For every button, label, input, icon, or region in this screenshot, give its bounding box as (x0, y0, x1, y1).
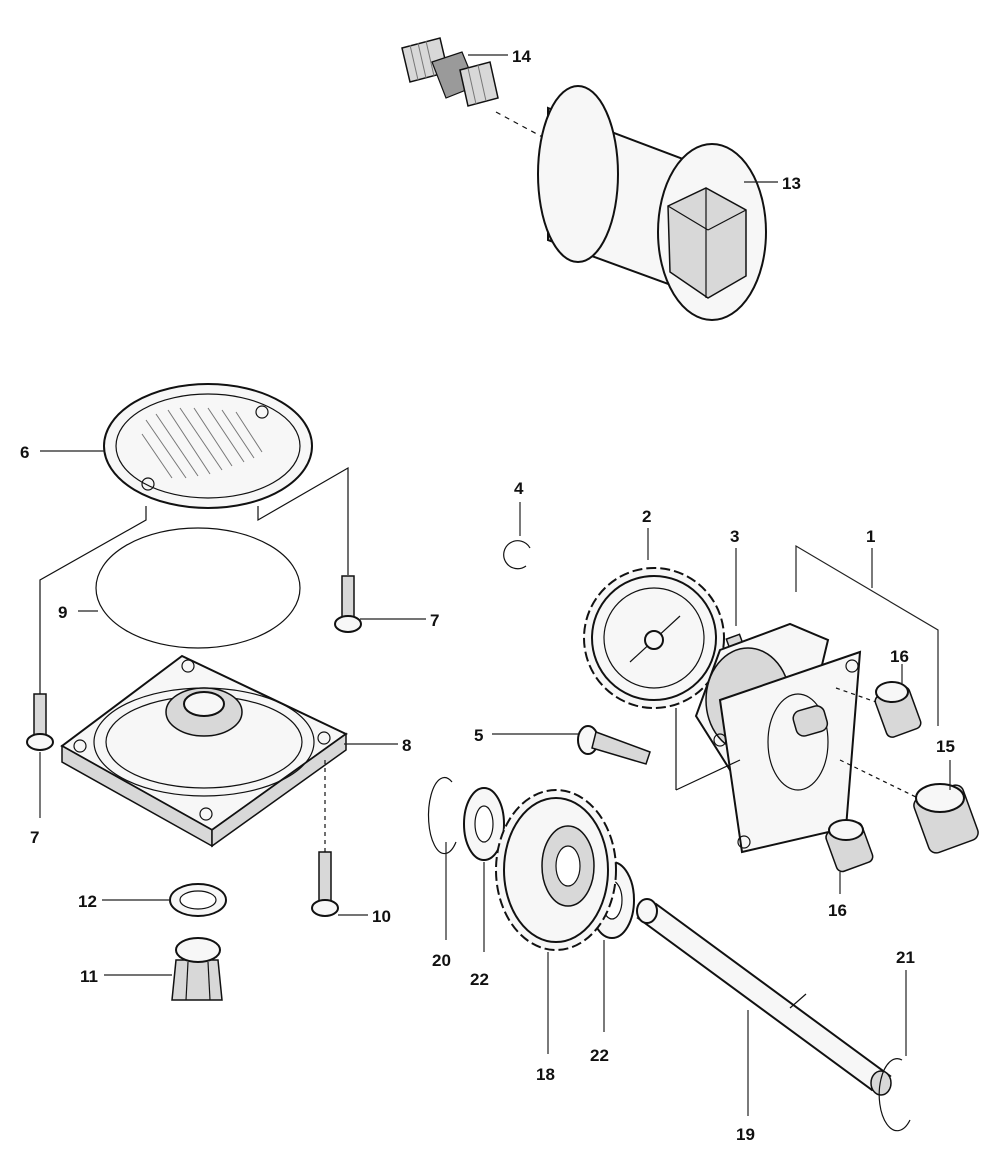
part-label-7-left: 7 (30, 828, 39, 847)
o-ring-12 (169, 883, 227, 917)
part-label-8: 8 (402, 736, 411, 755)
strainer-cover-6 (103, 383, 313, 509)
bushing-16-bottom (825, 819, 874, 873)
drain-plug-11 (171, 937, 223, 1001)
part-label-1: 1 (866, 527, 875, 546)
pump-housing-8 (60, 654, 348, 848)
assembly-line-7b (257, 466, 349, 575)
snap-ring-4 (503, 540, 531, 570)
oil-pump-assembly-1 (675, 622, 862, 854)
part-label-15: 15 (936, 737, 955, 756)
oil-filter-13 (537, 85, 767, 321)
o-ring-9 (95, 527, 301, 649)
part-label-7-right: 7 (430, 611, 439, 630)
part-label-18: 18 (536, 1065, 555, 1084)
snap-ring-21 (878, 1058, 911, 1132)
part-label-19: 19 (736, 1125, 755, 1144)
part-label-2: 2 (642, 507, 651, 526)
driven-gear-18 (495, 789, 617, 951)
sleeve-15 (839, 759, 979, 854)
part-label-16-bottom: 16 (828, 901, 847, 920)
assembly-line-7a (39, 506, 147, 735)
part-label-21: 21 (896, 948, 915, 967)
part-label-6: 6 (20, 443, 29, 462)
part-label-9: 9 (58, 603, 67, 622)
shaft-19 (636, 898, 892, 1096)
part-label-13: 13 (782, 174, 801, 193)
bushing-16-top (874, 681, 922, 738)
part-label-22-left: 22 (470, 970, 489, 989)
screw-10 (311, 760, 339, 917)
drive-gear-2 (583, 567, 725, 709)
part-label-10: 10 (372, 907, 391, 926)
part-label-16-top: 16 (890, 647, 909, 666)
screw-5 (577, 725, 651, 765)
stud-bolt-14 (401, 37, 549, 141)
part-label-3: 3 (730, 527, 739, 546)
washer-22-left (463, 787, 505, 861)
screw-7-left (26, 693, 54, 751)
part-label-4: 4 (514, 479, 524, 498)
part-label-5: 5 (474, 726, 483, 745)
part-label-12: 12 (78, 892, 97, 911)
part-label-14: 14 (512, 47, 531, 66)
assembly-bracket-1 (795, 544, 939, 726)
part-label-11: 11 (80, 967, 98, 986)
part-label-22-right: 22 (590, 1046, 609, 1065)
snap-ring-20 (427, 777, 457, 855)
screw-7-right (334, 575, 362, 633)
part-label-20: 20 (432, 951, 451, 970)
